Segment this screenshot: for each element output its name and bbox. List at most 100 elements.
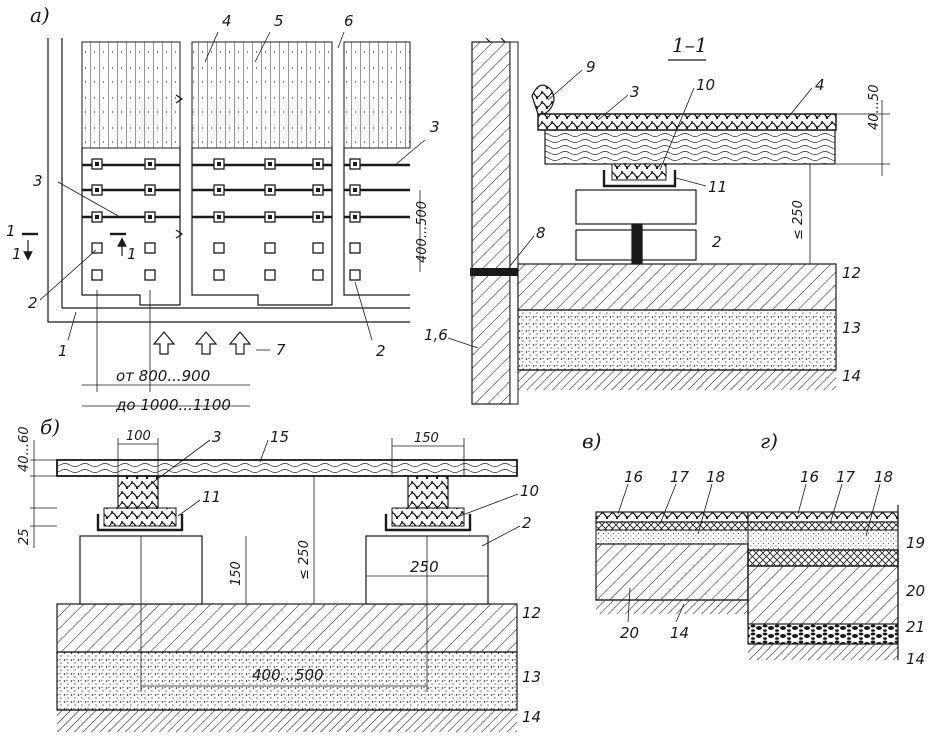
g-layer-19 bbox=[747, 549, 899, 567]
panel-v-layers: в) 16 17 18 20 14 bbox=[582, 429, 749, 642]
svg-text:13: 13 bbox=[522, 668, 541, 686]
section-plinth-9 bbox=[531, 84, 555, 115]
plan-labels: 3 3 4 5 6 2 2 1 7 1 bbox=[6, 12, 440, 360]
svg-text:3: 3 bbox=[33, 172, 43, 190]
svg-text:1,6: 1,6 bbox=[424, 326, 448, 344]
svg-text:13: 13 bbox=[842, 319, 861, 337]
panel-b-section: б) 100 150 bbox=[17, 415, 541, 732]
plan-dim-step: 400...500 bbox=[415, 190, 430, 272]
plan-dims-bottom: от 800...900 до 1000...1100 bbox=[82, 290, 250, 414]
section-marker-1: 1 1 bbox=[12, 232, 137, 263]
svg-text:40...50: 40...50 bbox=[867, 85, 882, 130]
b-layer-13 bbox=[56, 651, 518, 711]
section-title: 1–1 bbox=[672, 33, 707, 57]
svg-text:8: 8 bbox=[536, 224, 546, 242]
svg-text:от 800...900: от 800...900 bbox=[116, 367, 210, 385]
svg-text:19: 19 bbox=[906, 534, 925, 552]
svg-text:17: 17 bbox=[670, 468, 690, 486]
v-layer-17 bbox=[595, 521, 749, 531]
plan-room-2-outline bbox=[191, 148, 333, 306]
v-labels: 16 17 18 20 14 bbox=[617, 468, 725, 642]
svg-text:14: 14 bbox=[522, 708, 541, 726]
section-wall-plaster bbox=[509, 41, 519, 405]
section-pad-10 bbox=[611, 163, 667, 181]
g-layer-18 bbox=[747, 529, 899, 551]
svg-text:≤ 250: ≤ 250 bbox=[791, 200, 806, 240]
b-dims: 100 150 40...60 25 150 ≤ 250 250 400...5… bbox=[17, 427, 488, 692]
svg-text:17: 17 bbox=[836, 468, 856, 486]
svg-text:2: 2 bbox=[522, 514, 532, 532]
svg-text:18: 18 bbox=[874, 468, 893, 486]
svg-text:400...500: 400...500 bbox=[252, 666, 324, 684]
b-clamp-left bbox=[96, 514, 184, 532]
plan-board-area-3 bbox=[343, 41, 411, 149]
v-layer-16 bbox=[595, 511, 749, 523]
b-pad-left bbox=[103, 507, 177, 527]
section-layer-14 bbox=[518, 370, 836, 390]
svg-text:18: 18 bbox=[706, 468, 725, 486]
svg-text:1: 1 bbox=[6, 222, 16, 240]
section-brick-post bbox=[575, 189, 697, 265]
section-dims: 40...50 ≤ 250 bbox=[791, 85, 890, 264]
svg-text:до 1000...1100: до 1000...1100 bbox=[115, 396, 231, 414]
svg-text:11: 11 bbox=[708, 178, 727, 196]
svg-text:14: 14 bbox=[906, 650, 925, 668]
svg-text:1: 1 bbox=[12, 245, 22, 263]
svg-text:15: 15 bbox=[270, 428, 289, 446]
svg-text:10: 10 bbox=[520, 482, 539, 500]
b-pad-right bbox=[391, 507, 465, 527]
panel-section-1-1: 1–1 40...50 bbox=[424, 33, 890, 405]
svg-text:7: 7 bbox=[276, 341, 286, 359]
svg-text:1: 1 bbox=[127, 245, 137, 263]
svg-text:250: 250 bbox=[410, 558, 439, 576]
svg-text:20: 20 bbox=[906, 582, 925, 600]
panel-g-title: г) bbox=[760, 429, 778, 453]
ventilation-arrows bbox=[152, 331, 252, 355]
svg-text:9: 9 bbox=[586, 58, 596, 76]
b-layer-12 bbox=[56, 603, 518, 653]
svg-text:20: 20 bbox=[620, 624, 639, 642]
svg-text:2: 2 bbox=[376, 342, 386, 360]
svg-text:14: 14 bbox=[670, 624, 689, 642]
svg-text:40...60: 40...60 bbox=[17, 427, 32, 472]
svg-text:150: 150 bbox=[229, 561, 244, 586]
svg-text:3: 3 bbox=[430, 118, 440, 136]
svg-text:5: 5 bbox=[274, 12, 284, 30]
svg-text:2: 2 bbox=[712, 233, 722, 251]
g-layer-14 bbox=[748, 644, 898, 660]
panel-a-title: а) bbox=[30, 3, 50, 27]
svg-text:11: 11 bbox=[202, 488, 221, 506]
svg-text:12: 12 bbox=[522, 604, 541, 622]
svg-text:6: 6 bbox=[344, 12, 354, 30]
panel-a-plan: а) bbox=[6, 3, 440, 414]
b-layer-14 bbox=[57, 710, 517, 732]
g-labels: 16 17 18 19 20 21 14 bbox=[797, 468, 925, 668]
v-layer-20 bbox=[595, 543, 749, 601]
svg-text:3: 3 bbox=[212, 428, 222, 446]
svg-text:14: 14 bbox=[842, 367, 861, 385]
svg-text:≤ 250: ≤ 250 bbox=[297, 540, 312, 580]
g-layer-17 bbox=[747, 521, 899, 531]
section-damp-course bbox=[470, 268, 518, 276]
section-floor-finish bbox=[537, 113, 837, 131]
panel-b-title: б) bbox=[40, 415, 60, 439]
g-layer-21 bbox=[747, 623, 899, 645]
plan-board-area-2 bbox=[191, 41, 333, 149]
plan-wall-outline bbox=[47, 38, 410, 323]
g-layer-20 bbox=[747, 565, 899, 625]
section-joist bbox=[544, 129, 836, 165]
section-layer-13 bbox=[517, 309, 837, 371]
svg-text:1: 1 bbox=[58, 342, 68, 360]
panel-v-title: в) bbox=[582, 429, 601, 453]
svg-text:12: 12 bbox=[842, 264, 861, 282]
b-joist-right bbox=[407, 475, 449, 509]
svg-text:10: 10 bbox=[696, 76, 715, 94]
section-layer-12 bbox=[517, 263, 837, 311]
b-floor-board bbox=[56, 459, 518, 477]
svg-text:2: 2 bbox=[28, 294, 38, 312]
b-clamp-right bbox=[384, 514, 472, 532]
svg-text:25: 25 bbox=[17, 528, 32, 545]
b-joist-left bbox=[117, 475, 159, 509]
plan-board-area-1 bbox=[81, 41, 181, 149]
